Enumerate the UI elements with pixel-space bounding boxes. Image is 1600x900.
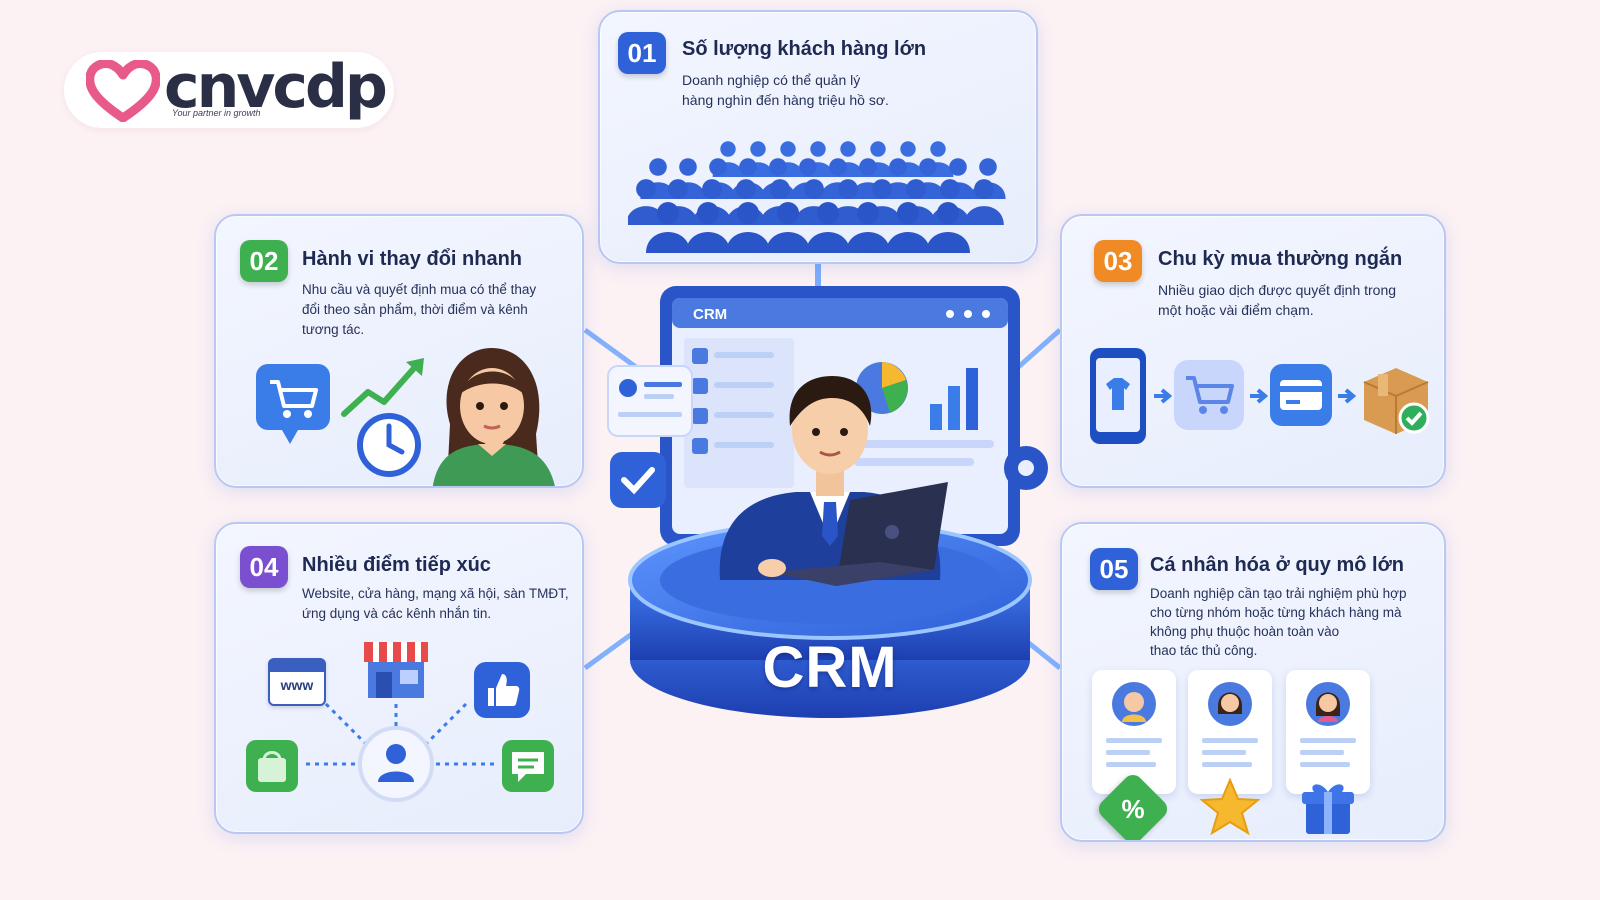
phone-shirt-icon — [1090, 348, 1146, 444]
card-04-many-touchpoints: 04 Nhiều điểm tiếp xúc Website, cửa hàng… — [214, 522, 584, 834]
arrow-icon — [1250, 388, 1268, 404]
chat-icon — [502, 740, 554, 792]
card-01-number-badge: 01 — [618, 32, 666, 74]
like-icon — [474, 662, 530, 718]
card-02-number-badge: 02 — [240, 240, 288, 282]
card-03-number-badge: 03 — [1094, 240, 1142, 282]
card-05-number-badge: 05 — [1090, 548, 1138, 590]
store-icon — [364, 642, 428, 698]
card-01-large-customer-base: 01 Số lượng khách hàng lớn Doanh nghiệp … — [598, 10, 1038, 264]
card-03-title: Chu kỳ mua thường ngắn — [1158, 248, 1403, 270]
star-icon — [1200, 778, 1260, 836]
card-02-fast-changing-behavior: 02 Hành vi thay đổi nhanh Nhu cầu và quy… — [214, 214, 584, 488]
gift-icon — [1302, 784, 1354, 834]
clock-icon — [357, 413, 421, 477]
discount-label: % — [1121, 794, 1145, 824]
profile-avatars — [1106, 682, 1356, 767]
touchpoint-network-lines — [306, 702, 496, 766]
card-04-description: Website, cửa hàng, mạng xã hội, sàn TMĐT… — [302, 586, 569, 621]
shopping-cart-icon — [256, 364, 330, 444]
brand-logo: cnvcdp Your partner in growth — [64, 52, 394, 128]
credit-card-icon — [1270, 364, 1332, 426]
user-icon — [358, 726, 434, 802]
card-05-description: Doanh nghiệp cần tạo trải nghiệm phù hợp… — [1150, 586, 1407, 658]
brand-tagline: Your partner in growth — [172, 108, 261, 118]
cart-icon — [1174, 360, 1244, 430]
card-02-description: Nhu cầu và quyết định mua có thể thay đổ… — [302, 282, 537, 337]
website-label: www — [280, 677, 314, 693]
brand-name: cnvcdp — [164, 52, 388, 122]
arrow-icon — [1154, 388, 1172, 404]
crm-platform-label: CRM — [762, 635, 898, 700]
card-03-description: Nhiều giao dịch được quyết định trong mộ… — [1158, 282, 1397, 318]
card-01-description: Doanh nghiệp có thể quản lý hàng nghìn đ… — [682, 72, 889, 108]
crowd-of-people-icon — [628, 141, 1006, 253]
card-04-number-badge: 04 — [240, 546, 288, 588]
package-check-icon — [1363, 368, 1430, 434]
crm-screen-title: CRM — [693, 306, 728, 323]
crm-platform-illustration — [607, 286, 1048, 718]
card-05-personalization-at-scale: 05 Cá nhân hóa ở quy mô lớn Doanh nghiệp… — [1060, 522, 1446, 842]
heart-logo-icon — [86, 60, 160, 122]
discount-tag-icon: % — [1094, 770, 1172, 840]
card-05-title: Cá nhân hóa ở quy mô lớn — [1150, 554, 1405, 576]
card-02-title: Hành vi thay đổi nhanh — [302, 248, 523, 270]
shopping-bag-icon — [246, 740, 298, 792]
thinking-woman-icon — [432, 348, 555, 486]
card-03-short-purchase-cycle: 03 Chu kỳ mua thường ngắn Nhiều giao dịc… — [1060, 214, 1446, 488]
website-icon: www — [268, 658, 326, 706]
growth-chart-icon — [341, 358, 424, 417]
card-01-title: Số lượng khách hàng lớn — [682, 38, 927, 60]
card-04-title: Nhiều điểm tiếp xúc — [302, 554, 491, 576]
arrow-icon — [1338, 388, 1356, 404]
